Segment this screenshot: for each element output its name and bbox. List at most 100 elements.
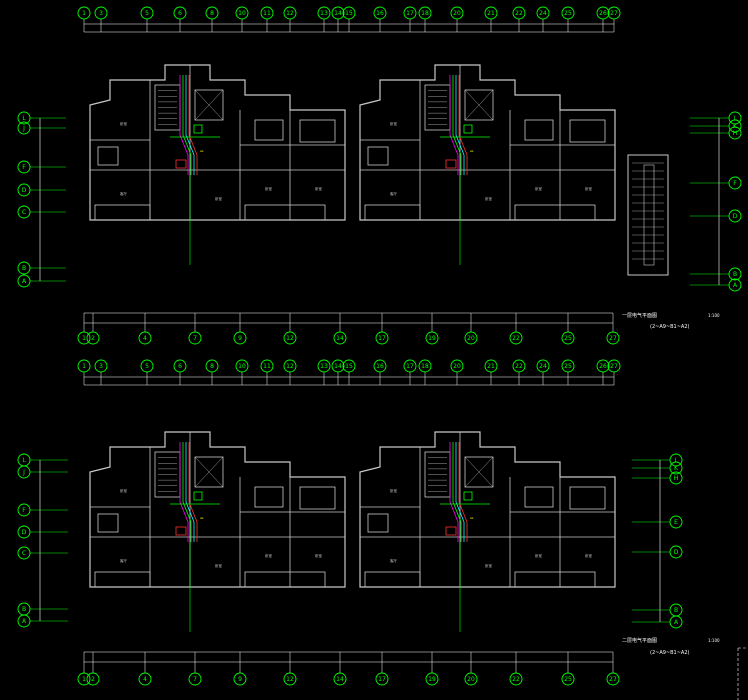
- top-plan-bottom-axis-4-label: 4: [143, 335, 147, 342]
- top-axis-1-ring: [77, 6, 91, 20]
- lower-top-axis-10: 10: [235, 359, 249, 373]
- top-axis-3-label: 3: [99, 10, 103, 17]
- top-axis-15: 15: [342, 6, 356, 20]
- top-axis-6-label: 6: [178, 10, 182, 17]
- dimension-lines: [30, 19, 729, 673]
- lower-top-axis-13: 13: [317, 359, 331, 373]
- top-axis-5-ring: [140, 6, 154, 20]
- lower-right-row-D-label: D: [674, 549, 679, 556]
- top-axis-11-label: 11: [263, 10, 271, 17]
- lower-left-row-C-label: C: [22, 550, 26, 557]
- lower-unit-right-conduit: [452, 442, 462, 542]
- lower-top-axis-13-ring: [317, 359, 331, 373]
- top-unit-left-room-label: 客厅: [120, 191, 127, 196]
- top-axis-13: 13: [317, 6, 331, 20]
- lower-unit-left-room-label: 卧室: [265, 553, 273, 558]
- top-axis-17-ring: [403, 6, 417, 20]
- lower-top-axis-1-label: 1: [82, 363, 86, 370]
- top-unit-left-panel-box: [175, 159, 187, 169]
- lower-top-axis-20-ring: [450, 359, 464, 373]
- lower-top-axis-15-label: 15: [345, 363, 353, 370]
- top-axis-1-label: 1: [82, 10, 86, 17]
- lower-top-axis-8: 8: [205, 359, 219, 373]
- top-axis-8-ring: [205, 6, 219, 20]
- lower-top-axis-26-ring: [596, 359, 610, 373]
- top-unit-right-elevator: [464, 89, 494, 121]
- lower-top-axis-8-label: 8: [210, 363, 214, 370]
- lower-bottom-axis-25-label: 25: [564, 676, 572, 683]
- lower-top-axis-26: 26: [596, 359, 610, 373]
- bottom-plan-scale: 1:100: [708, 638, 720, 643]
- top-plan-bottom-axis-12-label: 12: [286, 335, 294, 342]
- lower-bottom-axis-12-label: 12: [286, 676, 294, 683]
- lower-left-row-L-label: L: [22, 457, 26, 464]
- lower-unit-left-room-label: 卧室: [215, 563, 222, 568]
- top-unit-left-room-label: 卧室: [215, 196, 222, 201]
- top-right-row-L-ring: [728, 111, 742, 125]
- top-unit-left-bathroom: [254, 119, 284, 141]
- top-left-row-F: F: [17, 160, 31, 174]
- top-plan-bottom-axis-12: 12: [283, 331, 297, 345]
- top-axis-26: 26: [596, 6, 610, 20]
- top-left-row-L: L: [17, 111, 31, 125]
- lower-bottom-axis-20: 20: [464, 672, 478, 686]
- top-plan-bottom-axis-19: 19: [425, 331, 439, 345]
- lower-bottom-axis-2: 2: [86, 672, 100, 686]
- top-plan-bottom-axis-2-label: 2: [91, 335, 95, 342]
- top-axis-26-ring: [596, 6, 610, 20]
- top-left-row-A: A: [17, 274, 31, 288]
- top-right-row-H-ring: [728, 126, 742, 140]
- lower-right-row-K-ring: [669, 461, 683, 475]
- top-unit-right-cable-note: AL: [470, 149, 474, 153]
- lower-unit-left-conduit: [182, 442, 192, 542]
- lower-top-axis-10-ring: [235, 359, 249, 373]
- lower-left-row-A-label: A: [22, 618, 27, 625]
- lower-top-axis-20-label: 20: [453, 363, 461, 370]
- top-axis-3-ring: [94, 6, 108, 20]
- lower-bottom-axis-7-ring: [188, 672, 202, 686]
- top-unit-right-elevator-x: [464, 89, 494, 121]
- top-plan-scale: 1:100: [708, 313, 720, 318]
- lower-bottom-axis-17-label: 17: [378, 676, 386, 683]
- top-plan-bottom-axis-20-label: 20: [467, 335, 475, 342]
- lower-bottom-axis-9: 9: [233, 672, 247, 686]
- lower-top-axis-21-ring: [484, 359, 498, 373]
- lower-bottom-axis-1: 1: [77, 672, 91, 686]
- top-unit-left-conduit: [179, 75, 189, 175]
- lower-left-row-D-ring: [17, 525, 31, 539]
- top-unit-right-room-label: 卧室: [390, 121, 398, 126]
- lower-right-row-H: H: [669, 471, 683, 485]
- lower-left-row-F-ring: [17, 503, 31, 517]
- top-axis-8: 8: [205, 6, 219, 20]
- bottom-plan-title: 二层电气平面图: [622, 637, 657, 644]
- top-plan-bottom-axis-22-ring: [509, 331, 523, 345]
- lower-top-axis-24: 24: [536, 359, 550, 373]
- lower-left-row-C: C: [17, 546, 31, 560]
- lower-bottom-axis-19: 19: [425, 672, 439, 686]
- lower-left-row-A: A: [17, 614, 31, 628]
- lower-unit-right-room-label: 客厅: [390, 558, 398, 563]
- lower-top-axis-25-ring: [561, 359, 575, 373]
- top-axis-12-ring: [283, 6, 297, 20]
- lower-bottom-axis-12: 12: [283, 672, 297, 686]
- lower-top-axis-14-ring: [331, 359, 345, 373]
- top-plan-bottom-axis-1-label: 1: [82, 335, 86, 342]
- top-left-row-J-label: J: [22, 125, 25, 132]
- top-right-row-F-ring: [728, 176, 742, 190]
- top-plan-bottom-axis-27: 27: [606, 331, 620, 345]
- lower-bottom-axis-7: 7: [188, 672, 202, 686]
- lower-top-axis-1: 1: [77, 359, 91, 373]
- top-axis-20: 20: [450, 6, 464, 20]
- lower-unit-left-outline: [89, 431, 346, 588]
- lower-top-axis-11: 11: [260, 359, 274, 373]
- top-left-row-C: C: [17, 205, 31, 219]
- top-right-row-H-label: H: [733, 130, 738, 137]
- top-left-row-A-ring: [17, 274, 31, 288]
- top-left-row-F-label: F: [22, 164, 26, 171]
- top-left-row-D-ring: [17, 183, 31, 197]
- lower-unit-left-junction-box: [193, 491, 203, 501]
- top-axis-18-ring: [418, 6, 432, 20]
- top-right-row-D: D: [728, 209, 742, 223]
